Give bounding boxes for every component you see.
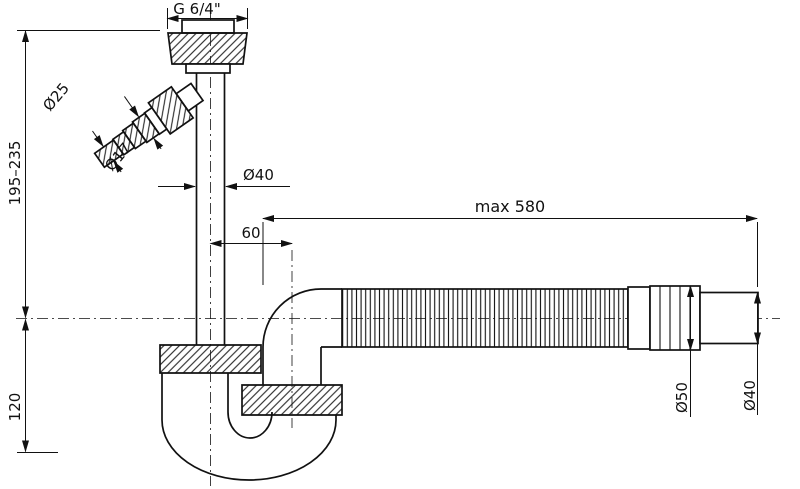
dishwasher-inlet bbox=[92, 82, 205, 173]
label-connector-diameter: Ø50 bbox=[673, 382, 691, 413]
hose-barb-tip bbox=[93, 138, 125, 169]
dimension-lines bbox=[17, 8, 761, 453]
corrugated-section bbox=[341, 288, 629, 348]
hose-end-connector bbox=[627, 285, 759, 351]
label-outlet-diameter: Ø40 bbox=[741, 380, 759, 411]
vertical-pipe bbox=[195, 73, 226, 345]
trap-bend bbox=[159, 288, 343, 481]
siphon-body bbox=[92, 19, 759, 481]
label-height-range: 195–235 bbox=[6, 141, 24, 206]
label-inlet-od: Ø25 bbox=[39, 79, 73, 114]
thread-stub bbox=[181, 19, 235, 34]
flexible-hose bbox=[341, 288, 629, 348]
inlet-dimension-arrows bbox=[92, 96, 164, 173]
label-thread-size: G 6/4" bbox=[173, 0, 220, 18]
label-offset-60: 60 bbox=[241, 224, 260, 242]
elbow-outer-arc bbox=[262, 288, 322, 348]
trap-nut-outlet bbox=[241, 384, 343, 416]
trap-nut-inlet bbox=[159, 344, 262, 374]
dimension-labels: G 6/4" 195–235 120 Ø25 Ø17 Ø40 max 580 6… bbox=[6, 0, 759, 421]
connector-collar bbox=[627, 286, 651, 350]
trap-bowl-outer bbox=[161, 373, 337, 481]
flange bbox=[185, 63, 231, 74]
connector-ribbed-section bbox=[649, 285, 701, 351]
label-max-length: max 580 bbox=[475, 197, 545, 216]
centerlines bbox=[16, 14, 780, 486]
union-nut-top bbox=[167, 32, 248, 65]
top-connection bbox=[167, 19, 248, 74]
label-depth: 120 bbox=[6, 393, 24, 422]
label-pipe-diameter: Ø40 bbox=[243, 166, 274, 184]
trap-bowl-inner bbox=[227, 373, 273, 439]
connector-outlet-tail bbox=[699, 291, 759, 345]
